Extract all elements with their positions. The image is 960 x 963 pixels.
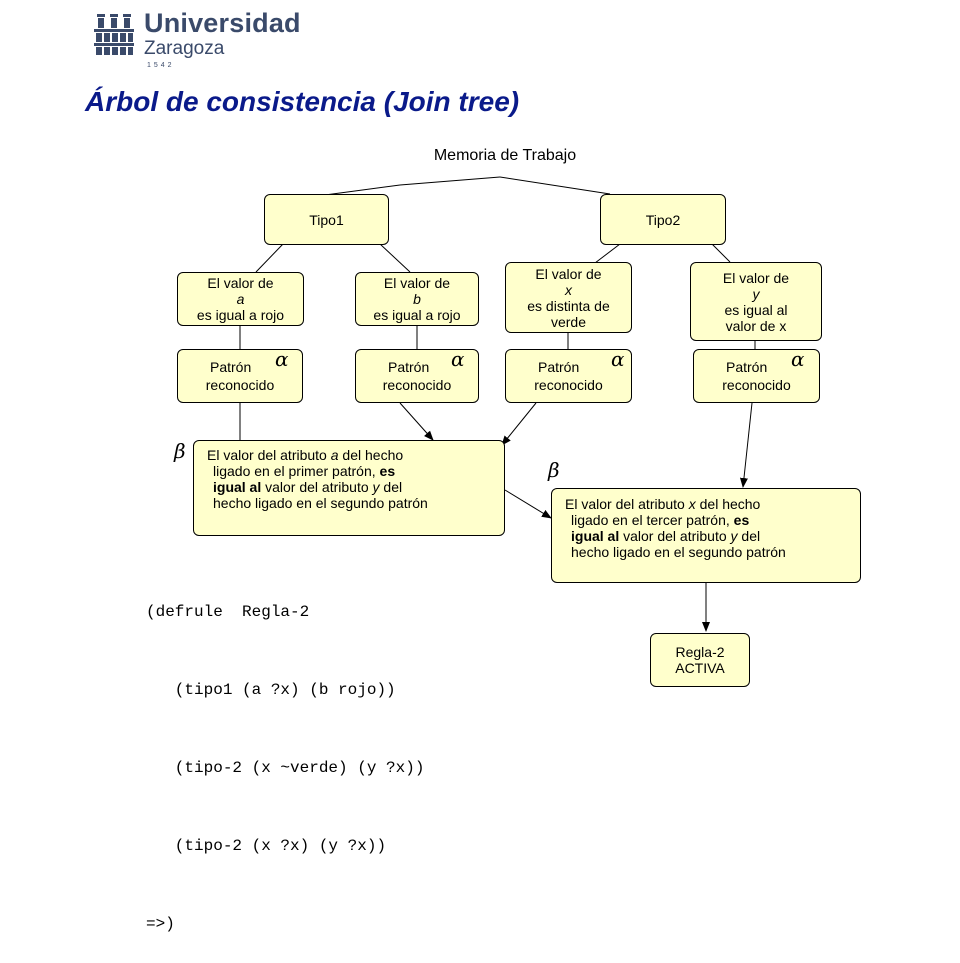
pattern-label: reconocido [382, 377, 452, 393]
alpha-symbol: α [791, 347, 805, 371]
condition-text: El valor de [722, 269, 790, 286]
pattern-node-4: Patrón α reconocido [693, 349, 820, 403]
logo-university-name: Universidad [144, 8, 301, 38]
join-text: hecho ligado en el segundo patrón [571, 544, 786, 560]
condition-node-x: El valor de x es distinta de verde [505, 262, 632, 333]
pattern-label: reconocido [534, 377, 603, 393]
pattern-label: Patrón [210, 359, 252, 375]
condition-node-y: El valor de y es igual al valor de x [690, 262, 822, 341]
pattern-label: Patrón [388, 359, 430, 375]
type-node-tipo2: Tipo2 [600, 194, 726, 245]
join-text-bold: es [733, 512, 750, 528]
rule-node: Regla-2 ACTIVA [650, 633, 750, 687]
join-text-bold: igual al [571, 528, 620, 544]
join-text-bold: igual al [213, 479, 262, 495]
line-root-right [499, 176, 611, 195]
pattern-node-3: Patrón α reconocido [505, 349, 632, 403]
line-root-left [324, 184, 401, 196]
join-text: ligado en el tercer patrón, [571, 512, 734, 528]
university-logo-icon [94, 14, 134, 55]
condition-node-b: El valor de b es igual a rojo [355, 272, 479, 326]
type-node-tipo1: Tipo1 [264, 194, 389, 245]
join-text: El valor del atributo [565, 496, 689, 512]
condition-text: verde [550, 313, 587, 330]
join-text: del [379, 479, 403, 495]
condition-text: es igual al [724, 301, 788, 318]
pattern-node-1: Patrón α reconocido [177, 349, 303, 403]
join-text: del hecho [695, 496, 761, 512]
join-text: El valor del atributo [207, 447, 331, 463]
code-line: (tipo1 (a ?x) (b rojo)) [146, 681, 396, 699]
join-var: a [330, 447, 339, 463]
type-node-label: Tipo2 [645, 211, 681, 228]
code-line: (tipo-2 (x ~verde) (y ?x)) [146, 759, 425, 777]
pattern-node-2: Patrón α reconocido [355, 349, 479, 403]
logo-year: 1542 [147, 62, 175, 69]
condition-text: El valor de [383, 275, 451, 291]
join-node-2: El valor del atributo x del hecho ligado… [551, 488, 861, 583]
pattern-label: Patrón [726, 359, 768, 375]
join-node-1: El valor del atributo a del hecho ligado… [193, 440, 505, 536]
pattern-label: reconocido [205, 377, 275, 393]
join-text-bold: es [379, 463, 396, 479]
beta-symbol: β [548, 458, 560, 482]
condition-text: El valor de [207, 275, 274, 291]
join-text: hecho ligado en el segundo patrón [213, 495, 428, 511]
logo-city-name: Zaragoza [144, 38, 225, 59]
pattern-label: Patrón [538, 359, 580, 375]
code-line: (tipo-2 (x ?x) (y ?x)) [146, 837, 387, 855]
join-text: del hecho [338, 447, 404, 463]
condition-var: a [236, 291, 245, 307]
defrule-code-block: (defrule Regla-2 (tipo1 (a ?x) (b rojo))… [146, 547, 424, 963]
join-text: del [737, 528, 761, 544]
condition-text: es distinta de [527, 297, 610, 314]
rule-status: ACTIVA [675, 660, 725, 676]
alpha-symbol: α [275, 347, 289, 371]
beta-symbol: β [174, 439, 186, 463]
alpha-symbol: α [611, 347, 625, 371]
page-title: Árbol de consistencia (Join tree) [85, 86, 520, 117]
condition-text: es igual a rojo [196, 307, 285, 323]
condition-var: x [565, 281, 572, 298]
code-line: (defrule Regla-2 [146, 603, 310, 621]
connector-lines [239, 176, 756, 632]
line-tipo1-a [255, 243, 284, 273]
rule-label: Regla-2 [675, 644, 725, 660]
pattern-label: reconocido [722, 377, 791, 393]
join-var: y [730, 528, 738, 544]
join-var: y [372, 479, 380, 495]
join-var: x [688, 496, 696, 512]
condition-text: El valor de [535, 265, 602, 282]
alpha-symbol: α [451, 347, 465, 371]
join-text: valor del atributo [619, 528, 731, 544]
condition-node-a: El valor de a es igual a rojo [177, 272, 304, 326]
condition-var: b [413, 291, 421, 307]
root-node-label: Memoria de Trabajo [433, 147, 577, 164]
condition-var: y [752, 285, 760, 302]
condition-text: valor de x [725, 317, 787, 334]
condition-text: es igual a rojo [373, 307, 461, 323]
join-text: valor del atributo [261, 479, 373, 495]
code-line: =>) [146, 915, 175, 933]
join-text: ligado en el primer patrón, [213, 463, 380, 479]
type-node-label: Tipo1 [309, 211, 344, 228]
line-root-top [399, 176, 501, 186]
